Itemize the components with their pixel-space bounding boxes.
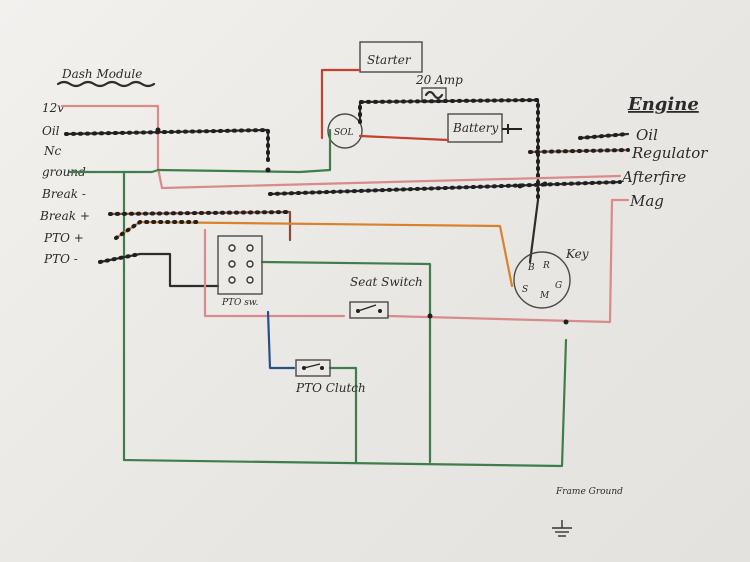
fuse-icon [424, 90, 444, 100]
seat-switch-box [349, 301, 389, 319]
wire-brake-dots [108, 210, 292, 216]
battery-label: Battery [452, 121, 498, 135]
dash-pin-label: PTO + [43, 231, 84, 245]
key-label: Key [565, 247, 589, 261]
wire-regulator-dots [528, 148, 630, 154]
key-terminal-label: G [555, 281, 562, 291]
pto-switch-pin [246, 260, 254, 268]
solenoid-circle [327, 113, 363, 149]
wire-clutch-ground [328, 366, 358, 464]
wire-seat-mag [386, 198, 614, 324]
dash-pin-label: Break - [41, 187, 86, 201]
seat-switch-lever-icon [357, 304, 377, 312]
junction-dot [563, 319, 569, 325]
wire-pto-minus [98, 252, 220, 288]
pto-switch-pin [228, 260, 236, 268]
dash-pin-label: ground [42, 165, 86, 179]
key-terminal-label: S [522, 285, 528, 295]
pto-switch-pin [246, 276, 254, 284]
key-switch-circle [513, 251, 571, 309]
fuse-label: 20 Amp [415, 73, 463, 87]
pto-switch-label: PTO sw. [221, 298, 259, 308]
engine-connection-label: Mag [629, 192, 664, 210]
wire-pto-clutch [266, 310, 296, 370]
engine-connection-label: Oil [636, 126, 658, 144]
wire-frame-ground [122, 170, 568, 468]
pto-clutch-contact [320, 366, 324, 370]
dash-pin-label: Oil [42, 124, 60, 138]
junction-dot [265, 167, 271, 173]
engine-connection-label: Afterfire [620, 168, 686, 186]
junction-dot [427, 313, 433, 319]
wire-pto-seat [203, 228, 346, 318]
wire-seat-ground [260, 260, 432, 464]
wire-pto-minus-dots [98, 252, 142, 264]
wire-12v [60, 104, 164, 190]
pto-clutch-box [295, 359, 331, 377]
pto-switch-pin [246, 244, 254, 252]
wire-starter-red [320, 68, 362, 140]
pto-clutch-lever-icon [303, 363, 321, 369]
wire-battery-red [358, 134, 450, 142]
starter-box [359, 41, 423, 73]
wire-afterfire [160, 174, 622, 190]
seat-switch-contact [378, 309, 382, 313]
dash-pin-label: Nc [43, 144, 62, 158]
dash-module-underline [56, 80, 156, 88]
key-terminal-label: R [542, 261, 550, 271]
junction-dot [155, 127, 161, 133]
solenoid-label: SOL [334, 128, 354, 138]
wire-fuse-key-dots [358, 98, 540, 202]
dash-pin-label: Break + [39, 209, 90, 223]
pto-clutch-label: PTO Clutch [295, 381, 366, 395]
pto-switch-pin [228, 244, 236, 252]
engine-connection-label: Regulator [631, 144, 708, 162]
wire-ground [68, 128, 332, 174]
wire-pto-plus-dots [114, 220, 202, 240]
dash-pin-label: 12v [42, 101, 64, 115]
wire-oil-dots [64, 128, 270, 162]
frame-ground-label: Frame Ground [555, 487, 623, 497]
pto-switch-box [217, 235, 263, 295]
key-terminal-label: B [527, 263, 535, 273]
dash-module-title: Dash Module [61, 67, 142, 81]
junction-dot [517, 183, 523, 189]
junction-dot [542, 181, 548, 187]
wire-engine-oil-dots [578, 132, 630, 140]
dash-pin-label: PTO - [43, 252, 78, 266]
wire-brake-black-dots [268, 180, 622, 196]
seat-switch-label: Seat Switch [350, 275, 423, 289]
wire-brake [108, 210, 292, 242]
wire-pto-plus [114, 220, 514, 288]
pto-switch-pin [228, 276, 236, 284]
engine-title: Engine [627, 94, 699, 115]
key-terminal-label: M [539, 291, 550, 301]
starter-label: Starter [367, 53, 412, 67]
